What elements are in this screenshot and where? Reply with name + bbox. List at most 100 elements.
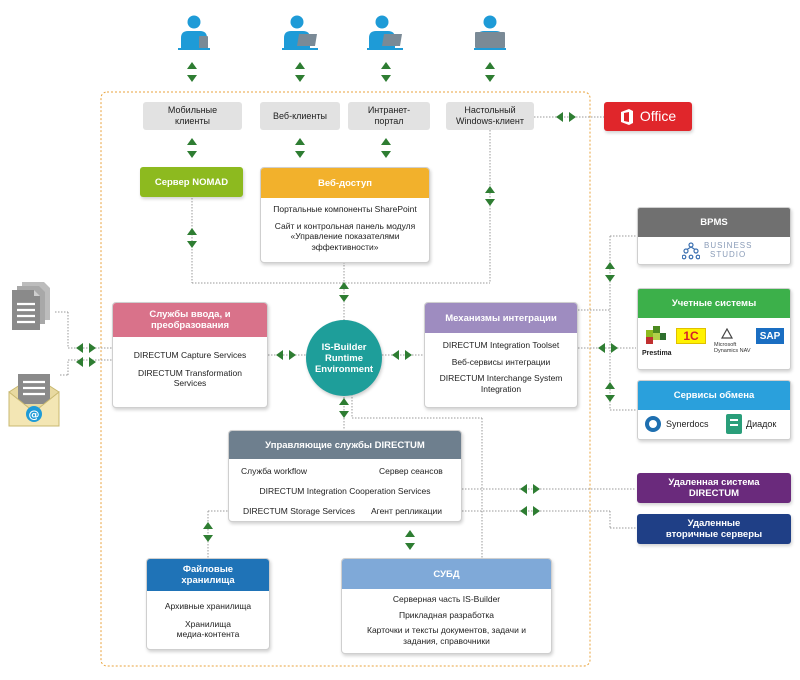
desktop-client-box: Настольный Windows-клиент [446, 102, 534, 130]
web-access-line2: Сайт и контрольная панель модуля «Управл… [274, 220, 416, 252]
storage-services-label: DIRECTUM Storage Services [243, 506, 355, 516]
web-access-line1: Портальные компоненты SharePoint [273, 204, 417, 214]
integration-card: Механизмы интеграции DIRECTUM Integratio… [424, 302, 578, 408]
nomad-server-label: Сервер NOMAD [154, 176, 229, 188]
runtime-environment-label: IS-Builder Runtime Environment [314, 341, 374, 375]
diadoc-label: Диадок [746, 419, 777, 429]
file-storage-title: Файловые хранилища [147, 559, 269, 591]
vertical-arrow [605, 382, 615, 402]
user-intranet-icon [367, 15, 403, 50]
accounting-systems-title: Учетные системы [638, 289, 790, 318]
mobile-clients-box: Мобильные клиенты [143, 102, 242, 130]
office-box: Office [604, 102, 692, 131]
horizontal-arrow [556, 112, 576, 122]
diadoc-logo-icon [726, 414, 742, 434]
remote-directum-box: Удаленная система DIRECTUM [637, 473, 791, 503]
1c-logo: 1С [676, 328, 706, 344]
runtime-environment-circle: IS-Builder Runtime Environment [306, 320, 382, 396]
managing-services-title: Управляющие службы DIRECTUM [229, 431, 461, 459]
vertical-arrow [405, 530, 415, 550]
intranet-portal-box: Интранет-портал [348, 102, 430, 130]
vertical-arrow [381, 138, 391, 158]
vertical-arrow [295, 138, 305, 158]
dynamics-logo-icon [720, 328, 734, 339]
vertical-arrow [203, 522, 213, 542]
documents-icon [12, 282, 50, 330]
integration-line1: DIRECTUM Integration Toolset [442, 340, 560, 350]
horizontal-arrow [276, 350, 296, 360]
session-server-label: Сервер сеансов [379, 466, 443, 476]
email-icon: @ [8, 374, 60, 427]
dbms-line3: Карточки и тексты документов, задачи и з… [367, 625, 526, 646]
bpms-title: BPMS [638, 208, 790, 237]
horizontal-arrow [392, 350, 412, 360]
dbms-card: СУБД Серверная часть IS-Builder Прикладн… [341, 558, 552, 654]
mobile-clients-label: Мобильные клиенты [167, 105, 218, 126]
replication-agent-label: Агент репликации [371, 506, 443, 516]
vertical-arrow [187, 228, 197, 248]
user-web-icon [282, 15, 318, 50]
office-label: Office [639, 108, 677, 124]
input-services-line1: DIRECTUM Capture Services [133, 350, 247, 360]
vertical-arrow [485, 186, 495, 206]
dynamics-line1: Microsoft [714, 342, 737, 348]
accounting-systems-card: Учетные системы Prestima 1С Microsoft Dy… [637, 288, 791, 370]
horizontal-arrow [520, 484, 540, 494]
synerdocs-label: Synerdocs [666, 419, 709, 429]
vertical-arrow [485, 62, 495, 82]
dynamics-line2: Dynamics NAV [714, 348, 751, 354]
synerdocs-logo-icon [645, 416, 661, 432]
prestima-label: Prestima [642, 350, 672, 357]
web-access-card: Веб-доступ Портальные компоненты SharePo… [260, 167, 430, 263]
vertical-arrow [187, 62, 197, 82]
vertical-arrow [381, 62, 391, 82]
business-studio-logo: BUSINESS STUDIO [638, 237, 790, 264]
business-studio-line1: BUSINESS [704, 241, 753, 250]
desktop-client-label: Настольный Windows-клиент [456, 105, 524, 126]
nomad-server-box: Сервер NOMAD [140, 167, 243, 197]
file-storage-line2: Хранилища медиа-контента [176, 618, 240, 640]
web-clients-label: Веб-клиенты [273, 110, 327, 121]
dbms-line1: Серверная часть IS-Builder [392, 594, 501, 604]
bpms-card: BPMS BUSINESS STUDIO [637, 207, 791, 265]
vertical-arrow [187, 138, 197, 158]
remote-secondary-label: Удаленные вторичные серверы [665, 518, 763, 540]
user-desktop-icon [474, 15, 506, 50]
horizontal-arrow [598, 343, 618, 353]
office-logo-icon [620, 108, 633, 125]
remote-directum-label: Удаленная система DIRECTUM [668, 477, 760, 499]
input-services-title: Службы ввода, и преобразования [113, 303, 267, 337]
web-access-title: Веб-доступ [261, 168, 429, 198]
business-studio-logo-icon [682, 242, 700, 260]
dbms-line2: Прикладная разработка [398, 609, 495, 620]
remote-secondary-box: Удаленные вторичные серверы [637, 514, 791, 544]
file-storage-card: Файловые хранилища Архивные хранилища Хр… [146, 558, 270, 650]
web-clients-box: Веб-клиенты [260, 102, 340, 130]
vertical-arrow [339, 398, 349, 418]
workflow-service-label: Служба workflow [241, 466, 308, 476]
business-studio-line2: STUDIO [710, 250, 747, 259]
input-services-card: Службы ввода, и преобразования DIRECTUM … [112, 302, 268, 408]
user-mobile-icon [178, 15, 210, 50]
exchange-services-card: Сервисы обмена Synerdocs Диадок [637, 380, 791, 440]
vertical-arrow [605, 262, 615, 282]
dbms-title: СУБД [342, 559, 551, 589]
file-storage-line1: Архивные хранилища [164, 601, 252, 611]
intranet-portal-label: Интранет-портал [367, 105, 411, 126]
system-boundary-frame [100, 91, 591, 667]
prestima-logo-icon [646, 326, 666, 344]
input-services-line2: DIRECTUM Transformation Services [138, 367, 242, 389]
horizontal-arrow [520, 506, 540, 516]
cooperation-services-label: DIRECTUM Integration Cooperation Service… [259, 486, 431, 496]
managing-services-card: Управляющие службы DIRECTUM Служба workf… [228, 430, 462, 522]
exchange-services-title: Сервисы обмена [638, 381, 790, 410]
integration-line2: Веб-сервисы интеграции [451, 356, 551, 367]
svg-text:@: @ [29, 408, 40, 421]
vertical-arrow [339, 282, 349, 302]
integration-title: Механизмы интеграции [425, 303, 577, 333]
horizontal-arrow [76, 357, 96, 367]
sap-logo: SAP [756, 328, 784, 344]
horizontal-arrow [76, 343, 96, 353]
